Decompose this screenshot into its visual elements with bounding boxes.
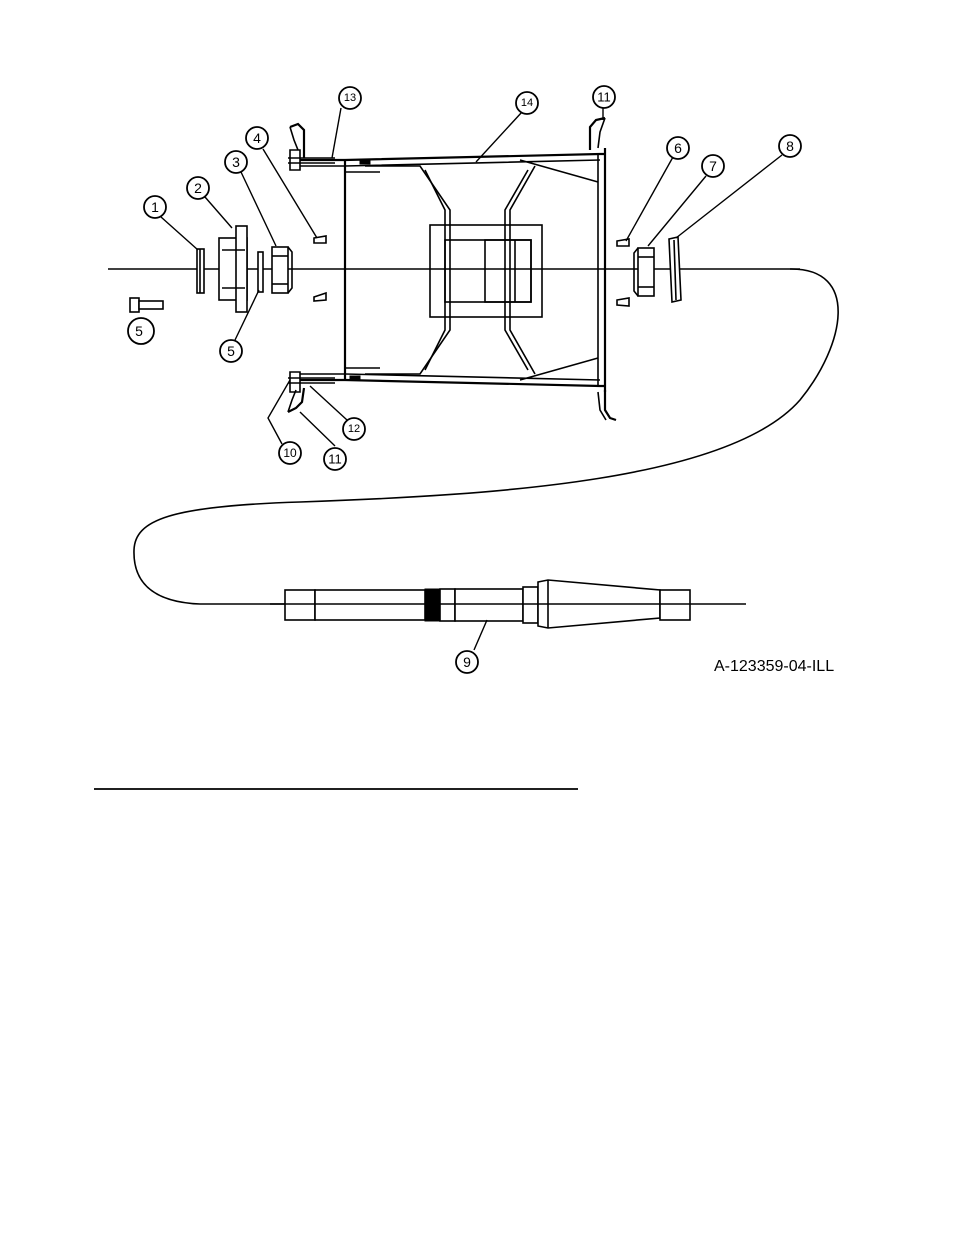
callout-5-bolt-label: 5 <box>135 323 143 339</box>
callout-8: 8 <box>779 135 801 157</box>
callout-5-seal-label: 5 <box>227 343 235 359</box>
callout-3: 3 <box>225 151 247 173</box>
callout-6-label: 6 <box>674 140 682 156</box>
callout-4: 4 <box>246 127 268 149</box>
callout-5-bolt: 5 <box>128 318 154 344</box>
callout-13-label: 13 <box>344 92 356 104</box>
part-5-seal <box>258 252 263 292</box>
callout-9-label: 9 <box>463 654 471 670</box>
callout-11-bottom-label: 11 <box>328 452 342 467</box>
part-9-axle-shaft <box>270 580 746 628</box>
callout-12: 12 <box>343 418 365 440</box>
part-11-clip-bottom-right <box>598 390 616 420</box>
callout-9: 9 <box>456 651 478 673</box>
part-10-12-bottom-left-stud-and-clip <box>288 372 335 412</box>
callout-13: 13 <box>339 87 361 109</box>
callout-2-label: 2 <box>194 180 202 196</box>
assembly-path-curve <box>134 269 838 604</box>
callout-2: 2 <box>187 177 209 199</box>
callout-10-label: 10 <box>283 446 297 460</box>
callout-8-label: 8 <box>786 138 794 154</box>
callout-10: 10 <box>279 442 301 464</box>
callout-12-label: 12 <box>348 423 360 435</box>
callout-7-label: 7 <box>709 158 717 174</box>
callout-leaders <box>161 108 782 650</box>
part-6-bearing-cup <box>617 239 629 306</box>
callout-11-top: 11 <box>593 86 615 108</box>
callout-6: 6 <box>667 137 689 159</box>
callout-3-label: 3 <box>232 154 240 170</box>
callout-1-label: 1 <box>151 199 159 215</box>
callout-14-label: 14 <box>521 97 533 109</box>
illustration-id: A-123359-04-ILL <box>714 658 834 675</box>
part-7-bearing-cone <box>634 248 654 296</box>
part-2-flange <box>219 226 247 312</box>
callout-7: 7 <box>702 155 724 177</box>
part-5-bolt <box>130 298 163 312</box>
callout-5-seal: 5 <box>220 340 242 362</box>
callout-11-bottom: 11 <box>324 448 346 470</box>
callout-11-top-label: 11 <box>597 90 611 105</box>
callout-14: 14 <box>516 92 538 114</box>
callout-4-label: 4 <box>253 130 261 146</box>
part-11-clip-top-right <box>590 118 605 150</box>
part-3-bearing-cone <box>272 247 292 293</box>
part-14-hub <box>300 148 605 392</box>
part-1-washer <box>197 249 204 293</box>
part-8-washer <box>669 237 681 302</box>
callout-1: 1 <box>144 196 166 218</box>
